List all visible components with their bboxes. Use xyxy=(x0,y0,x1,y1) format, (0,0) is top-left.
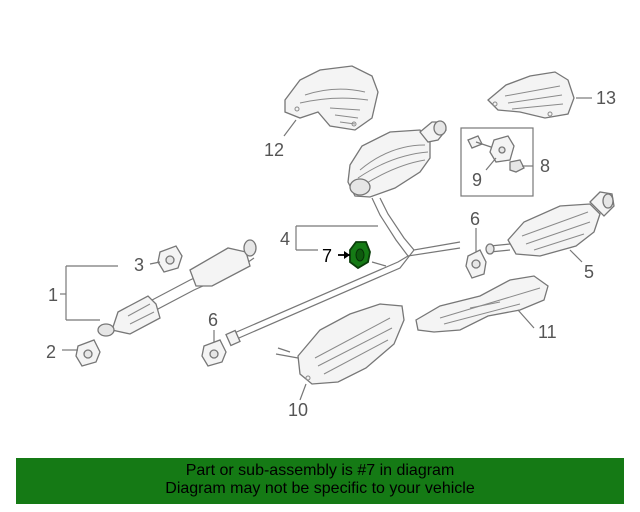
rubber-hanger-part-7 xyxy=(349,241,371,270)
muffler-assembly-part xyxy=(225,120,461,347)
callout-4: 4 xyxy=(280,229,290,249)
callout-13: 13 xyxy=(596,88,616,108)
callout-9: 9 xyxy=(472,170,482,190)
leader-lines xyxy=(60,97,592,401)
callout-1: 1 xyxy=(48,285,58,305)
gasket-part-6-upper xyxy=(465,249,487,279)
heat-shield-rear-part xyxy=(487,71,575,119)
gasket-part-2 xyxy=(75,339,101,367)
callout-12: 12 xyxy=(264,140,284,160)
heat-shield-upper-part xyxy=(284,65,379,131)
hanger-assembly-box xyxy=(460,127,534,197)
callout-6-lower: 6 xyxy=(208,310,218,330)
callout-6-right: 6 xyxy=(470,209,480,229)
callout-2: 2 xyxy=(46,342,56,362)
part-info-line-1: Part or sub-assembly is #7 in diagram xyxy=(185,462,455,479)
callout-8: 8 xyxy=(540,156,550,176)
part-info-banner: Part or sub-assembly is #7 in diagram Di… xyxy=(16,458,624,504)
part-info-line-2: Diagram may not be specific to your vehi… xyxy=(165,480,475,497)
callout-10: 10 xyxy=(288,400,308,420)
callout-11: 11 xyxy=(538,322,557,342)
callout-5: 5 xyxy=(584,262,594,282)
callout-3: 3 xyxy=(134,255,144,275)
front-pipe-part xyxy=(97,239,257,337)
callout-7: 7 xyxy=(322,246,332,266)
gasket-part-3 xyxy=(157,245,183,273)
catalytic-converter-part xyxy=(485,191,615,257)
heat-shield-right-part xyxy=(415,275,549,333)
gasket-part-6-lower xyxy=(201,339,227,367)
heat-shield-lower-part xyxy=(275,303,405,385)
exhaust-system-diagram: 1 2 3 4 5 6 6 7 8 9 10 11 12 13 xyxy=(46,65,616,420)
